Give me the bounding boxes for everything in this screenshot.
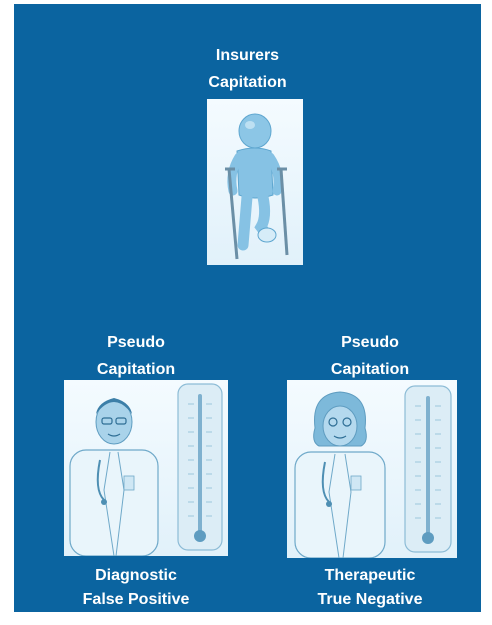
right-header-line2: Capitation: [290, 356, 450, 383]
left-illustration-card: [64, 380, 228, 556]
right-header-line1: Pseudo: [290, 329, 450, 356]
diagram-panel: Insurers Capitation Pseudo Capitation: [14, 4, 481, 612]
figure-with-crutches-icon: [207, 99, 303, 265]
female-doctor-icon: [295, 392, 385, 558]
left-footer-line1: Diagnostic: [56, 562, 216, 589]
right-footer-line1: Therapeutic: [290, 562, 450, 589]
injured-figure-card: [207, 99, 303, 265]
left-header-line2: Capitation: [56, 356, 216, 383]
thermometer-icon: [405, 386, 451, 552]
left-footer-line2: False Positive: [56, 586, 216, 613]
right-footer-line2: True Negative: [290, 586, 450, 613]
thermometer-icon: [178, 384, 222, 550]
top-title-line1: Insurers: [14, 42, 481, 69]
male-doctor-icon: [70, 398, 158, 556]
top-title-line2: Capitation: [14, 69, 481, 96]
right-illustration-card: [287, 380, 457, 558]
left-header-line1: Pseudo: [56, 329, 216, 356]
